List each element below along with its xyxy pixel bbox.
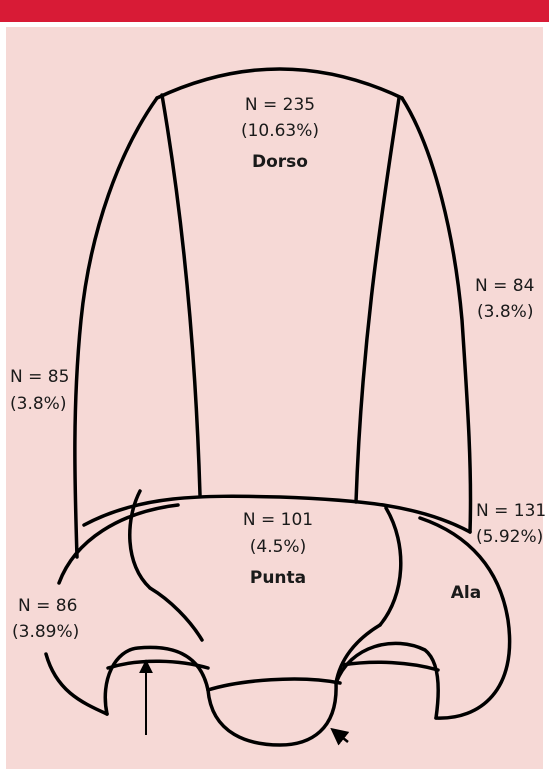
left-side-percent: (3.8%) [10, 394, 66, 414]
header-bar [0, 0, 549, 22]
right-side-count: N = 84 [475, 276, 534, 296]
punta-percent: (4.5%) [250, 537, 306, 557]
punta-name: Punta [250, 568, 306, 588]
right-ala-percent: (5.92%) [476, 527, 543, 547]
right-margin [543, 22, 549, 775]
dorso-percent: (10.63%) [241, 121, 319, 141]
right-ala-count: N = 131 [476, 501, 546, 521]
left-margin [0, 22, 6, 775]
left-side-count: N = 85 [10, 367, 69, 387]
left-ala-count: N = 86 [18, 596, 77, 616]
white-gap [0, 22, 549, 27]
punta-count: N = 101 [243, 510, 313, 530]
dorso-count: N = 235 [245, 95, 315, 115]
right-ala-name: Ala [451, 583, 481, 603]
left-ala-percent: (3.89%) [12, 622, 79, 642]
right-side-percent: (3.8%) [477, 302, 533, 322]
bottom-margin [0, 769, 549, 775]
dorso-name: Dorso [252, 152, 308, 172]
